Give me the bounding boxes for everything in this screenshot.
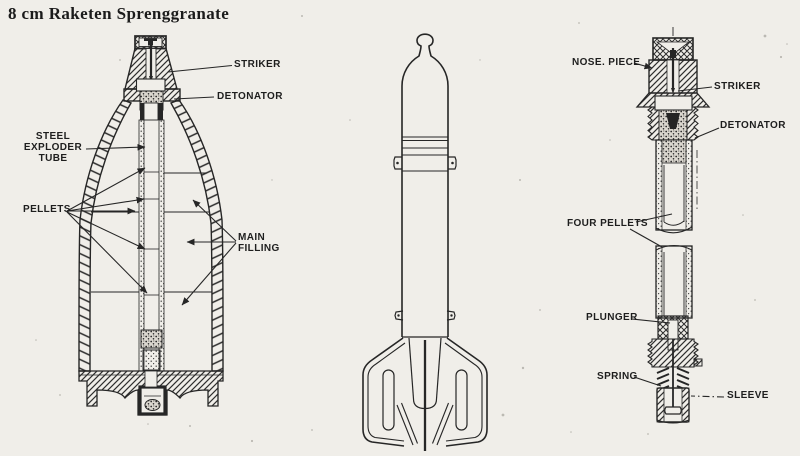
label-detonator-right: DETONATOR — [720, 120, 786, 131]
leader-detonator-right — [694, 127, 720, 139]
leader-pellets-fan — [66, 167, 148, 294]
label-striker-right: STRIKER — [714, 81, 761, 92]
shell-section-drawing — [78, 35, 224, 416]
detonator-housing — [135, 78, 166, 92]
label-sleeve: SLEEVE — [727, 390, 769, 401]
label-steel-exploder-tube: STEEL EXPLODER TUBE — [23, 131, 83, 165]
leader-exploder-tube — [85, 143, 146, 151]
label-four-pellets: FOUR PELLETS — [567, 218, 648, 229]
leader-plunger — [631, 318, 671, 324]
suspension-lug-right — [448, 156, 457, 170]
booster-charge — [140, 329, 163, 349]
leader-striker-left — [167, 64, 233, 73]
suspension-lug-left — [393, 156, 402, 170]
shell-wall-right — [169, 99, 224, 372]
rocket-body-outline — [401, 33, 449, 337]
shell-wall-left — [78, 99, 133, 372]
rocket-external-drawing — [362, 33, 488, 451]
label-main-filling: MAIN FILLING — [238, 232, 280, 255]
label-spring: SPRING — [597, 371, 638, 382]
leader-four-pellets-lower — [629, 228, 663, 248]
left-leader-lines — [66, 64, 237, 306]
label-striker-left: STRIKER — [234, 59, 281, 70]
body-band-lines — [402, 136, 448, 172]
leader-sleeve — [690, 395, 725, 398]
leader-four-pellets-upper — [635, 213, 673, 223]
scan-specks — [35, 15, 788, 443]
right-leader-lines — [629, 62, 725, 398]
exploder-tube-wall-right — [158, 119, 165, 372]
label-detonator-left: DETONATOR — [217, 91, 283, 102]
label-pellets: PELLETS — [23, 204, 71, 215]
leader-main-filling — [181, 199, 237, 306]
label-plunger: PLUNGER — [586, 312, 638, 323]
label-nose-piece: NOSE. PIECE — [572, 57, 641, 68]
valve-foot — [664, 406, 682, 415]
leader-striker-right — [677, 86, 713, 92]
detonator-holder — [654, 95, 693, 111]
page-title: 8 cm Raketen Sprenggranate — [8, 4, 230, 23]
leader-spring — [633, 376, 662, 387]
leader-nose-piece — [633, 62, 653, 70]
base-boss-charge — [144, 399, 161, 411]
leader-detonator-left — [173, 96, 215, 100]
tail-fins — [362, 337, 488, 451]
fuze-section-drawing — [635, 27, 711, 424]
